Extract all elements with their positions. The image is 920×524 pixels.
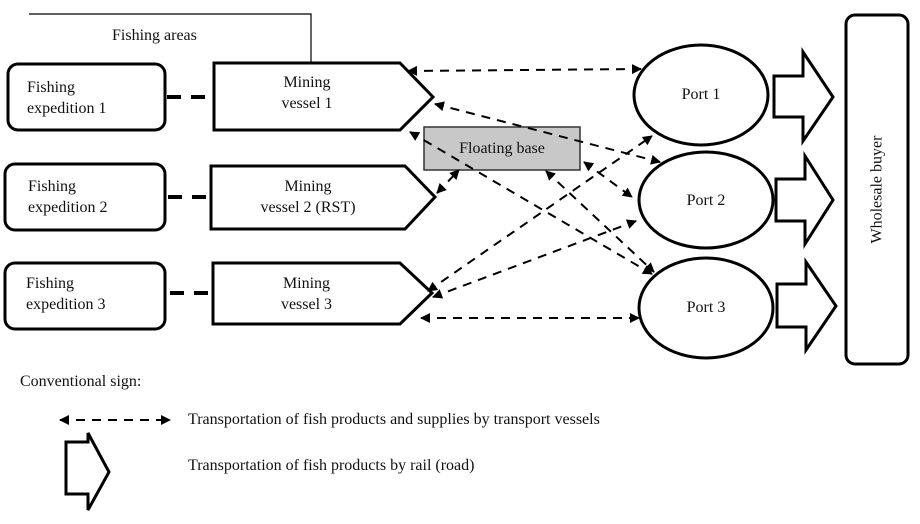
- transport-vessel2-floatingbase: [436, 169, 460, 194]
- port-1-shape: [632, 43, 770, 147]
- transport-vessel1-port1: [407, 64, 642, 76]
- transport-vessel3-port1: [427, 135, 653, 292]
- fishing-expedition-3-line1: Fishing: [26, 275, 75, 292]
- port-2-label: Port 2: [686, 192, 726, 209]
- mining-vessel-1-line1: Mining: [283, 74, 331, 91]
- fishing-expedition-1-line1: Fishing: [27, 79, 76, 96]
- port-3-shape: [637, 256, 775, 360]
- fishing-areas-bracket: [29, 13, 312, 62]
- mining-vessel-1-shape: [212, 61, 436, 132]
- mining-vessel-2-line1: Mining: [284, 178, 332, 195]
- wholesale-buyer-box: [844, 13, 910, 366]
- fishing-expedition-3-box: [3, 261, 167, 331]
- mining-vessel-3-line2: vessel 3: [280, 296, 333, 313]
- floating-base-label: Floating base: [459, 140, 545, 157]
- mining-vessel-2-line2: vessel 2 (RST): [260, 199, 356, 216]
- rail-arrow-port-1: [772, 47, 835, 146]
- port-1-label: Port 1: [681, 86, 721, 103]
- mining-vessel-3-shape: [211, 261, 435, 326]
- fishing-expedition-1-box: [6, 62, 167, 132]
- fishing-expedition-3-line2: expedition 3: [26, 296, 106, 313]
- legend-title: Conventional sign:: [20, 373, 142, 390]
- fishing-expedition-2-line1: Fishing: [28, 178, 77, 195]
- rail-arrow-port-2: [774, 150, 835, 250]
- legend-item-rail-road: Transportation of fish products by rail …: [188, 457, 475, 474]
- rail-arrow-port-3: [775, 257, 838, 355]
- wholesale-buyer-label: Wholesale buyer: [868, 135, 886, 244]
- fishing-expedition-2-line2: expedition 2: [28, 199, 108, 216]
- fishing-expedition-1-line2: expedition 1: [27, 100, 107, 117]
- fishing-expedition-2-box: [3, 162, 167, 232]
- transport-vessel3-port2: [432, 219, 637, 299]
- port-3-label: Port 3: [686, 299, 726, 316]
- legend-item-transport-vessels: Transportation of fish products and supp…: [188, 411, 600, 428]
- fishing-areas-label: Fishing areas: [112, 27, 197, 44]
- legend-block-arrow-icon: [64, 432, 111, 511]
- mining-vessel-1-line2: vessel 1: [281, 95, 333, 112]
- mining-vessel-3-line1: Mining: [282, 275, 331, 292]
- transport-floatingbase-port2: [583, 161, 633, 198]
